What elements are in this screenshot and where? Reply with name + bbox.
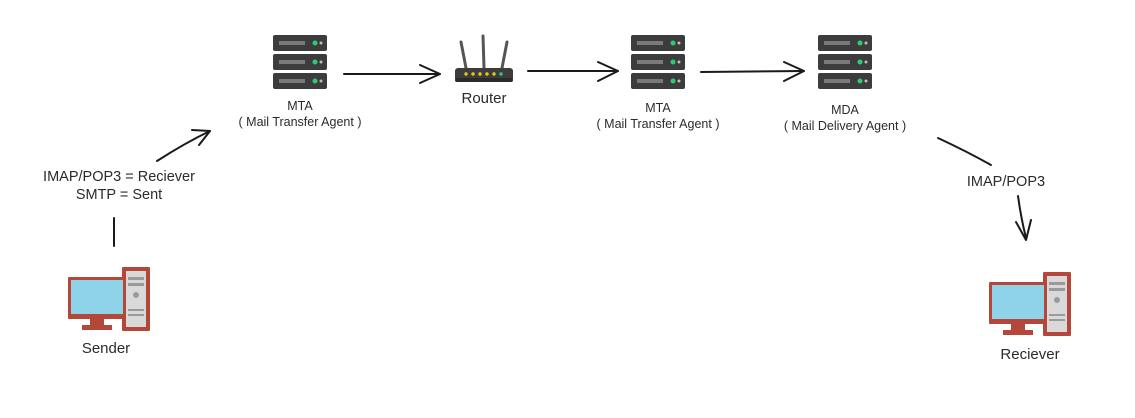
wifi-router-icon — [455, 34, 513, 82]
desktop-computer-icon — [68, 267, 150, 331]
mta2-to-mda-arrow — [700, 61, 805, 82]
sender-protocol-line-1: IMAP/POP3 = Reciever — [43, 169, 195, 185]
router-to-mta2-arrow — [527, 61, 619, 82]
mda-to-receiver-arrow — [1015, 195, 1032, 241]
mda-title: MDA — [831, 103, 859, 117]
receiver-label: Reciever — [1000, 346, 1060, 363]
sender-protocol-line-2: SMTP = Sent — [75, 187, 163, 204]
server-rack-icon — [818, 35, 872, 89]
mta2-subtitle: ( Mail Transfer Agent ) — [596, 116, 720, 131]
receiver-protocol-label: IMAP/POP3 — [966, 174, 1046, 190]
mda-label: MDA ( Mail Delivery Agent ) — [745, 103, 945, 134]
mta1-title: MTA — [287, 99, 313, 113]
desktop-computer-icon — [989, 272, 1071, 336]
server-rack-icon — [273, 35, 327, 89]
sender-to-mta1-arrow — [156, 129, 211, 162]
mta2-label: MTA ( Mail Transfer Agent ) — [558, 101, 758, 132]
mta1-subtitle: ( Mail Transfer Agent ) — [238, 114, 362, 129]
sender-protocols-label: IMAP/POP3 = Reciever SMTP = Sent — [24, 168, 214, 204]
sender-label: Sender — [81, 340, 131, 357]
mta2-title: MTA — [645, 101, 671, 115]
server-rack-icon — [631, 35, 685, 89]
mda-to-receiver-line — [937, 137, 992, 166]
mda-subtitle: ( Mail Delivery Agent ) — [783, 118, 907, 133]
router-label: Router — [461, 90, 507, 107]
mta1-label: MTA ( Mail Transfer Agent ) — [200, 99, 400, 130]
mta1-to-router-arrow — [343, 64, 441, 84]
